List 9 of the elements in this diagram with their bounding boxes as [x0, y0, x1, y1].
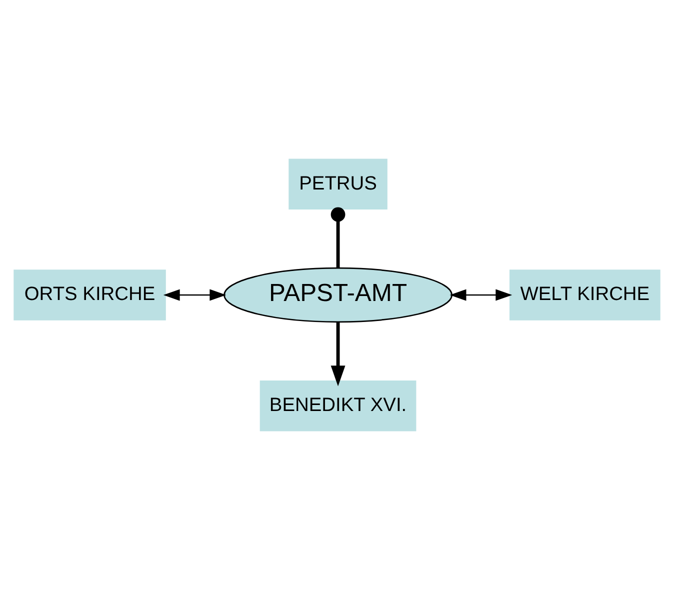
- node-box: ORTS KIRCHE: [14, 270, 166, 320]
- arrow: [450, 289, 512, 301]
- node-box: PETRUS: [288, 158, 388, 210]
- connector: [330, 207, 346, 268]
- node-ellipse: PAPST-AMT: [224, 267, 452, 323]
- node-box: WELT KIRCHE: [509, 270, 660, 320]
- arrow: [163, 289, 226, 301]
- arrow: [330, 322, 346, 386]
- node-box: BENEDIKT XVI.: [260, 380, 416, 432]
